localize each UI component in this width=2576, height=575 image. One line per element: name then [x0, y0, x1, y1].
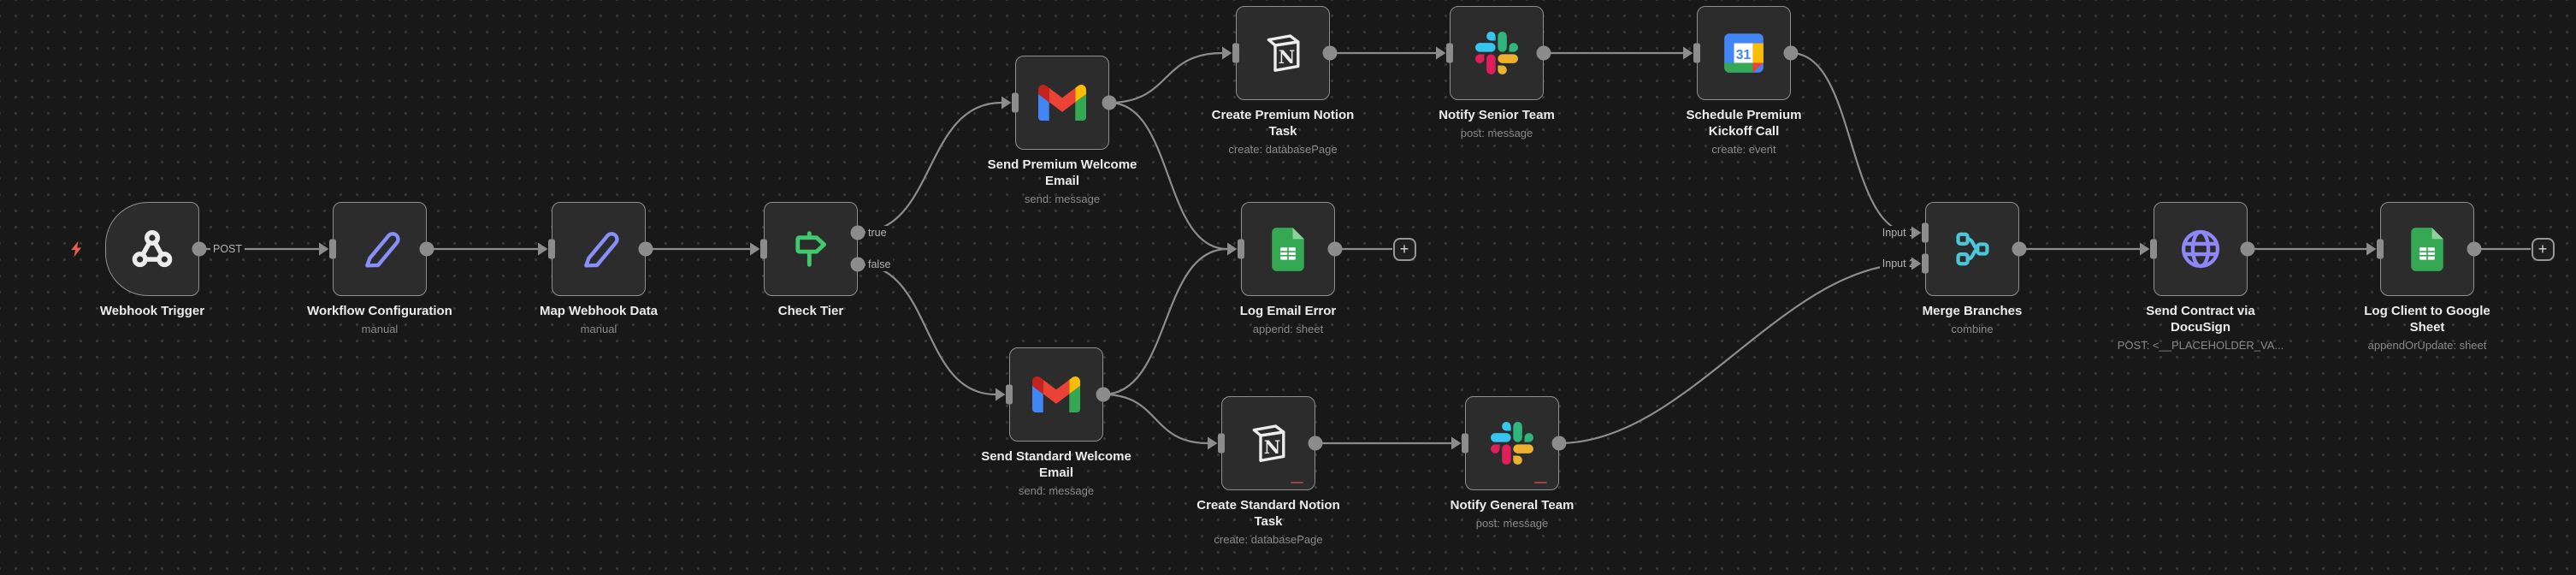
- connection-label: POST: [210, 242, 245, 256]
- node-subtitle: create: event: [1637, 143, 1851, 157]
- node-title: Check Tier: [747, 303, 875, 319]
- node-notify-senior-team[interactable]: [1450, 6, 1544, 100]
- node-send-standard-welcome-email[interactable]: [1009, 347, 1103, 442]
- node-create-premium-notion-task[interactable]: N: [1236, 6, 1330, 100]
- signpost-icon: [789, 228, 832, 270]
- merge-icon: [1953, 229, 1992, 269]
- node-title: Notify General Team: [1431, 497, 1593, 513]
- node-title: Map Webhook Data: [517, 303, 680, 319]
- pencil-icon: [358, 228, 401, 270]
- node-subtitle: append: sheet: [1181, 323, 1395, 336]
- svg-text:N: N: [1264, 437, 1281, 459]
- pencil-icon: [577, 228, 620, 270]
- add-node-after-log-client[interactable]: +: [2532, 238, 2555, 261]
- node-log-email-error[interactable]: [1241, 202, 1335, 296]
- node-map-webhook-data[interactable]: [552, 202, 646, 296]
- node-merge-branches[interactable]: [1925, 202, 2019, 296]
- node-subtitle: manual: [273, 323, 487, 336]
- node-title: Send Standard Welcome Email: [979, 448, 1133, 481]
- node-subtitle: create: databasePage: [1176, 143, 1390, 157]
- node-subtitle: create: databasePage: [1161, 533, 1375, 547]
- node-title: Create Premium Notion Task: [1204, 107, 1362, 139]
- node-subtitle: combine: [1865, 323, 2079, 336]
- node-webhook-trigger[interactable]: [105, 202, 199, 296]
- svg-text:N: N: [1279, 47, 1296, 68]
- node-title: Webhook Trigger: [71, 303, 233, 319]
- node-subtitle: appendOrUpdate: sheet: [2320, 339, 2534, 353]
- node-title: Send Contract via DocuSign: [2135, 303, 2267, 335]
- node-title: Log Client to Google Sheet: [2357, 303, 2498, 335]
- slack-icon: [1491, 422, 1533, 465]
- node-title: Schedule Premium Kickoff Call: [1682, 107, 1806, 139]
- node-workflow-configuration[interactable]: [333, 202, 427, 296]
- output-port-label: true: [866, 226, 889, 240]
- node-schedule-premium-kickoff-call[interactable]: 31: [1697, 6, 1791, 100]
- node-title: Send Premium Welcome Email: [988, 157, 1137, 189]
- node-notify-general-team[interactable]: [1465, 396, 1559, 490]
- notion-icon: N: [1260, 30, 1306, 76]
- node-title: Log Email Error: [1215, 303, 1361, 319]
- node-title: Create Standard Notion Task: [1190, 497, 1348, 530]
- issue-dash: [1534, 482, 1547, 484]
- add-node-after-log-email-error[interactable]: +: [1393, 238, 1416, 261]
- globe-icon: [2178, 227, 2223, 271]
- node-title: Workflow Configuration: [290, 303, 470, 319]
- webhook-icon: [130, 227, 174, 271]
- node-subtitle: manual: [492, 323, 706, 336]
- slack-icon: [1475, 32, 1518, 74]
- node-subtitle: send: message: [955, 193, 1169, 206]
- gmail-icon: [1038, 85, 1086, 121]
- output-port-label: false: [866, 258, 893, 271]
- issue-dash: [1291, 482, 1303, 484]
- node-subtitle: post: message: [1390, 127, 1604, 140]
- node-subtitle: send: message: [949, 484, 1163, 498]
- svg-text:31: 31: [1736, 48, 1752, 62]
- node-title: Notify Senior Team: [1415, 107, 1578, 123]
- google-sheets-icon: [2410, 227, 2444, 272]
- node-log-client-to-google-sheet[interactable]: [2380, 202, 2474, 296]
- input-port-label: Input 1: [1880, 226, 1917, 240]
- node-subtitle: POST: <__PLACEHOLDER_VA...: [2094, 339, 2307, 353]
- google-calendar-icon: 31: [1722, 32, 1765, 74]
- node-send-premium-welcome-email[interactable]: [1015, 56, 1109, 150]
- node-subtitle: post: message: [1405, 517, 1619, 531]
- notion-icon: N: [1245, 420, 1291, 466]
- gmail-icon: [1032, 376, 1080, 412]
- zap-icon: [68, 240, 86, 263]
- google-sheets-icon: [1271, 227, 1305, 272]
- node-check-tier[interactable]: [764, 202, 858, 296]
- node-create-standard-notion-task[interactable]: N: [1221, 396, 1315, 490]
- node-send-contract-via-docusign[interactable]: [2154, 202, 2248, 296]
- node-title: Merge Branches: [1900, 303, 2045, 319]
- input-port-label: Input 2: [1880, 257, 1917, 270]
